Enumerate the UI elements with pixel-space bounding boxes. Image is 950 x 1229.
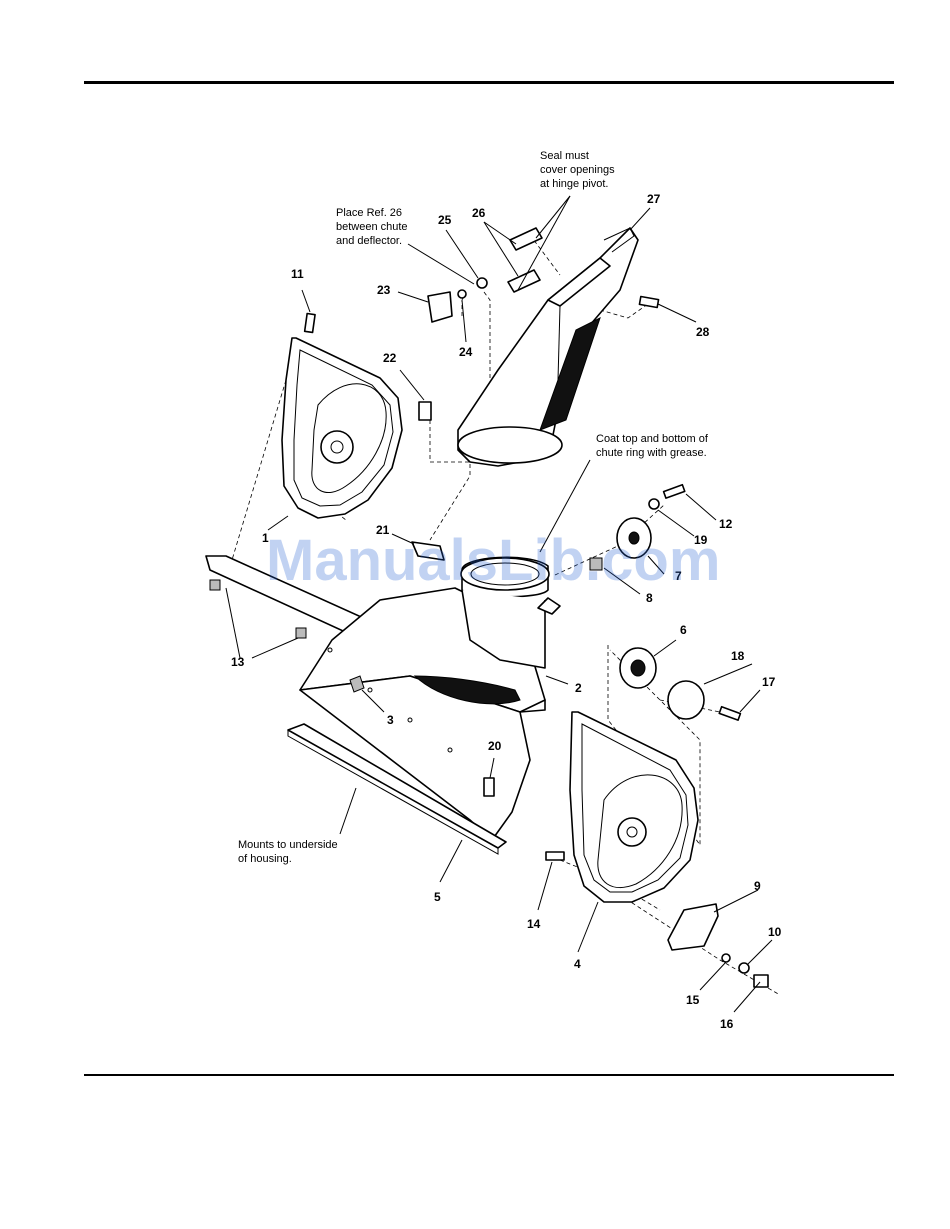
svg-text:cover openings: cover openings [540,164,615,176]
svg-text:Mounts to underside: Mounts to underside [238,839,338,851]
part-27-chute-deflector [458,228,638,466]
part-9-skid-shoe [668,904,718,950]
ref-20: 20 [488,739,502,753]
ref-16: 16 [720,1017,734,1031]
ref-22: 22 [383,351,397,365]
svg-text:Seal must: Seal must [540,150,589,162]
svg-text:at hinge pivot.: at hinge pivot. [540,178,609,190]
ref-14: 14 [527,917,541,931]
svg-text:Place Ref. 26: Place Ref. 26 [336,207,402,219]
ref-6: 6 [680,623,687,637]
ref-8: 8 [646,591,653,605]
ref-11: 11 [291,267,304,281]
ref-2: 2 [575,681,582,695]
part-16-nut [754,975,768,987]
svg-text:and deflector.: and deflector. [336,235,402,247]
part-14-carriage-bolt [546,852,564,860]
note-mounts: Mounts to underside of housing. [238,839,338,865]
ref-26: 26 [472,206,486,220]
part-19-lock-washer [649,499,659,509]
part-11-bolt [305,314,315,333]
svg-text:Coat top and bottom of: Coat top and bottom of [596,433,709,445]
part-10-nut [739,963,749,973]
ref-12: 12 [719,517,733,531]
ref-23: 23 [377,283,391,297]
ref-3: 3 [387,713,394,727]
ref-5: 5 [434,890,441,904]
ref-27: 27 [647,192,661,206]
watermark: ManualsLib.com [266,528,720,593]
ref-10: 10 [768,925,782,939]
svg-text:of housing.: of housing. [238,853,292,865]
ref-28: 28 [696,325,710,339]
part-24-washer [458,290,466,298]
part-17-bolt [719,707,740,720]
part-1-left-side-plate [282,338,402,518]
part-2-auger-housing [206,556,560,840]
part-23-knob [428,292,452,322]
part-4-right-side-plate [570,712,698,902]
part-25-nut [477,278,487,288]
part-15-washer [722,954,730,962]
ref-13: 13 [231,655,245,669]
part-20-bolt [484,778,494,796]
ref-4: 4 [574,957,581,971]
ref-9: 9 [754,879,761,893]
note-place-ref-26: Place Ref. 26 between chute and deflecto… [336,207,408,247]
part-12-bolt [664,485,685,498]
svg-text:chute ring with grease.: chute ring with grease. [596,447,707,459]
ref-17: 17 [762,675,776,689]
part-6-bearing-flange [620,648,656,688]
part-28-bolt [639,296,658,307]
svg-text:between chute: between chute [336,221,408,233]
part-22-bolt [419,402,431,420]
ref-24: 24 [459,345,473,359]
part-18-bearing-cover [668,681,704,719]
ref-15: 15 [686,993,700,1007]
ref-25: 25 [438,213,452,227]
note-seal: Seal must cover openings at hinge pivot. [540,150,615,190]
note-coat-grease: Coat top and bottom of chute ring with g… [596,433,709,459]
ref-18: 18 [731,649,745,663]
